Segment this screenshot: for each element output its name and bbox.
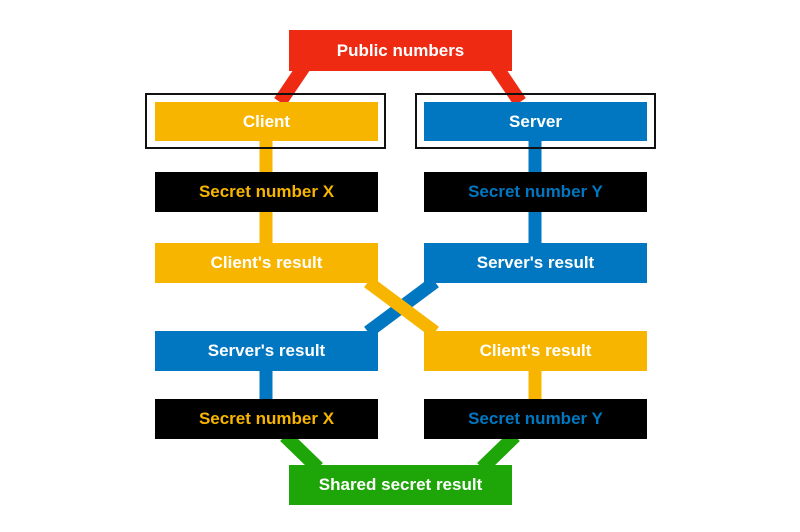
client-result-cross-link (364, 276, 439, 338)
client-label: Client (242, 111, 291, 131)
shared-secret-label: Shared secret result (318, 475, 483, 494)
server-result-bottom-box: Server's result (155, 331, 378, 371)
server-result-bottom-label: Server's result (207, 341, 326, 360)
secret-y-to-shared-link (477, 430, 520, 474)
public-numbers-label: Public numbers (336, 40, 465, 60)
client-secret-bottom-box: Secret number X (155, 399, 378, 439)
client-result-top-box: Client's result (155, 243, 378, 283)
client-result-bottom-label: Client's result (479, 341, 592, 360)
client-result-bottom-box: Client's result (424, 331, 647, 371)
public-numbers-box: Public numbers (289, 30, 512, 71)
server-result-top-box: Server's result (424, 243, 647, 283)
client-result-top-label: Client's result (210, 253, 323, 272)
server-secret-bottom-label: Secret number Y (468, 409, 603, 428)
server-box: Server (424, 102, 647, 141)
server-outline (415, 93, 656, 149)
server-secret-top-label: Secret number Y (468, 182, 603, 201)
public-to-client-link (274, 61, 311, 106)
shared-secret-box: Shared secret result (289, 465, 512, 505)
public-to-server-link (489, 61, 526, 106)
server-label: Server (509, 111, 562, 131)
server-result-top-label: Server's result (476, 253, 595, 272)
server-secret-top-box: Secret number Y (424, 172, 647, 212)
client-secret-top-box: Secret number X (155, 172, 378, 212)
client-box: Client (155, 102, 378, 141)
client-secret-bottom-label: Secret number X (198, 409, 335, 428)
secret-x-to-shared-link (280, 430, 323, 474)
client-secret-top-label: Secret number X (198, 182, 335, 201)
server-secret-bottom-box: Secret number Y (424, 399, 647, 439)
client-outline (145, 93, 386, 149)
